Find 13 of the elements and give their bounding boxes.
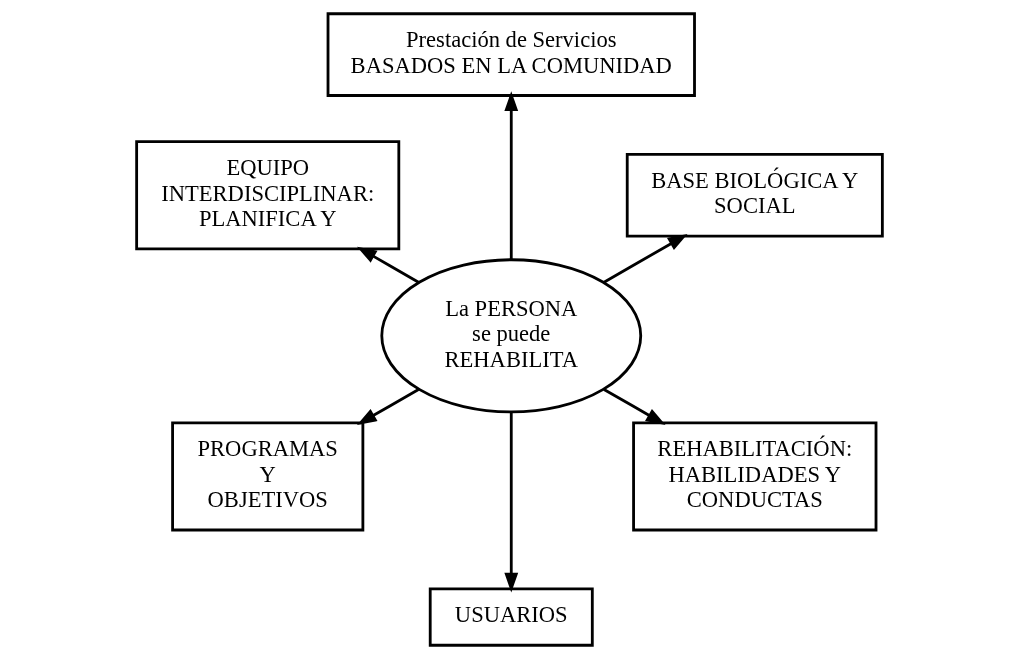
node-ellipse: La PERSONA se puede REHABILITA [380,258,643,414]
node-box: EQUIPO INTERDISCIPLINAR: PLANIFICA Y [135,140,401,251]
node-box: Prestación de Servicios BASADOS EN LA COMUNIDAD [326,12,696,97]
node-box: REHABILITACIÓN: HABILIDADES Y CONDUCTAS [632,421,878,532]
arrow [603,234,688,284]
node-box: PROGRAMAS Y OBJETIVOS [171,421,365,532]
arrow [504,91,519,260]
node-box: USUARIOS [428,587,594,647]
arrow [356,246,420,284]
arrow [603,388,666,425]
node-box: BASE BIOLÓGICA Y SOCIAL [625,152,884,238]
arrow [356,388,420,425]
arrow [504,411,519,593]
